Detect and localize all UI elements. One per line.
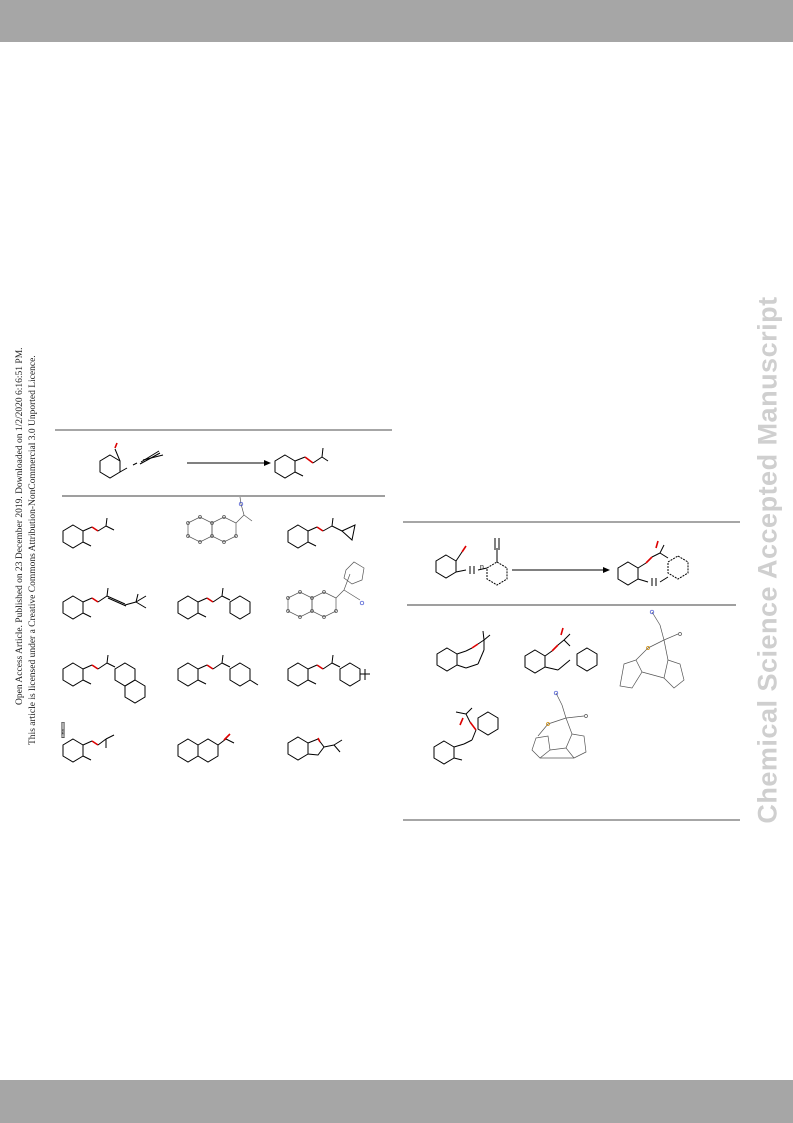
- scheme2-product-b: [524, 627, 598, 674]
- reaction-arrow-2: [512, 567, 610, 573]
- reaction-arrow-1: [187, 460, 271, 466]
- top-banner: [0, 0, 793, 42]
- scheme2-crystal-structure-2: [531, 690, 588, 759]
- cc-logo-text: cc: [63, 735, 65, 737]
- product-1a: [62, 517, 115, 549]
- scheme2-crystal-structure-1: [619, 609, 685, 689]
- product-4a: [62, 734, 115, 763]
- chain-length-subscript: n: [480, 564, 484, 571]
- product-1c-cyclopropyl: [287, 517, 356, 549]
- product-2b-phenyl: [177, 587, 251, 620]
- alkyne-reactant: [132, 450, 164, 466]
- bottom-banner: [0, 1080, 793, 1123]
- scheme2-reactant: [435, 538, 508, 586]
- product-crystal-structure-2: [286, 561, 365, 619]
- scheme2-product: [617, 540, 689, 586]
- scheme2-product-c: [433, 707, 499, 765]
- product-4c-benzofuran: [287, 736, 343, 761]
- product-4b-fused: [177, 733, 235, 763]
- cc-license-badge[interactable]: cc BY-NC: [19, 722, 107, 738]
- product-crystal-structure-1: [186, 496, 253, 544]
- aryl-ketone-reactant: [99, 442, 128, 479]
- by-nc-label: BY-NC: [63, 728, 65, 734]
- product-3c-tbu-phenyl: [287, 654, 370, 687]
- scheme1-product: [274, 447, 329, 479]
- product-3a-naphthyl: [62, 654, 146, 704]
- scheme2-product-a: [436, 630, 491, 672]
- product-3b-tolyl: [177, 654, 259, 687]
- product-2a-alkynyl: [62, 587, 147, 620]
- cc-logo-icon: [61, 734, 65, 738]
